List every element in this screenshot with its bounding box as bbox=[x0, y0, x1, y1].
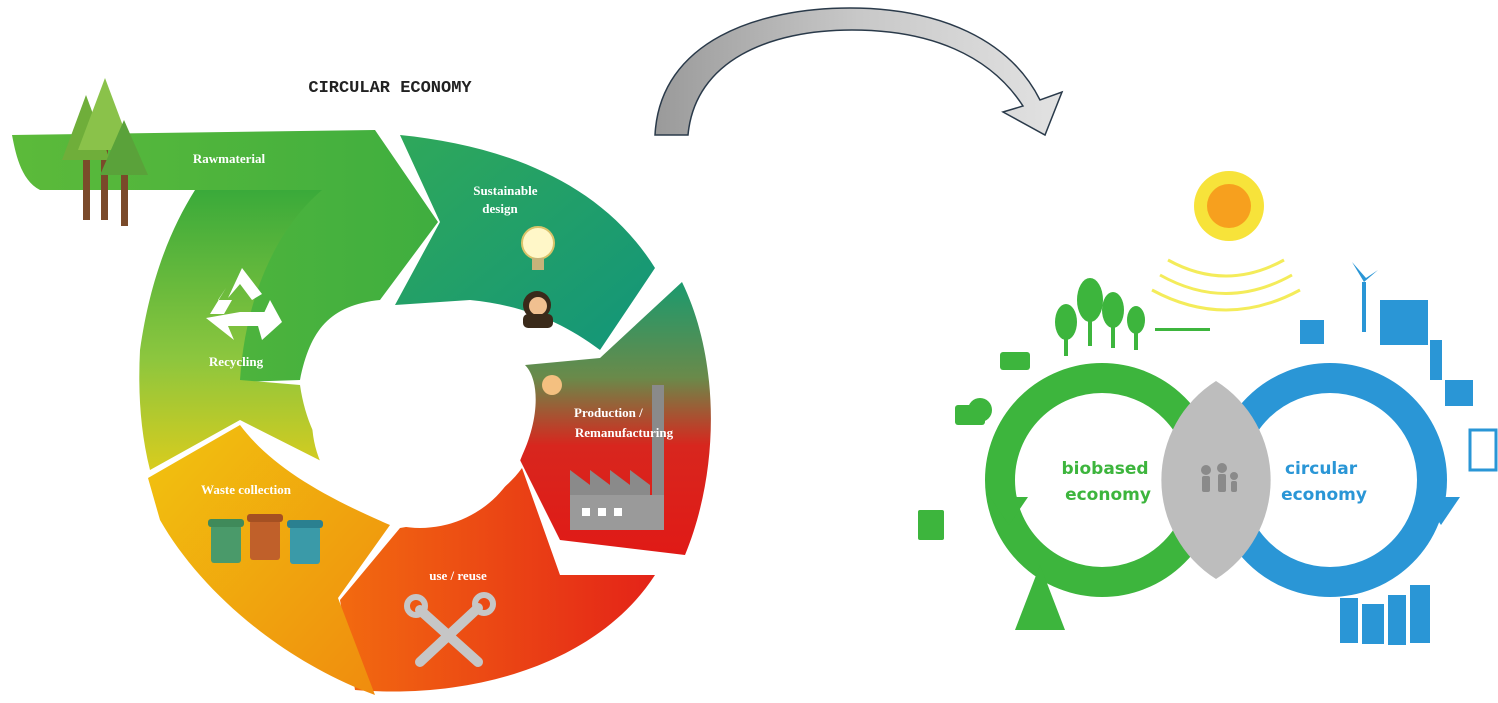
biobased-arrowhead bbox=[990, 497, 1028, 525]
wheel-center bbox=[312, 312, 528, 528]
segment-recycling bbox=[139, 190, 335, 470]
curved-arrow-icon bbox=[654, 7, 1064, 137]
factory-icon bbox=[1300, 300, 1442, 380]
factory-icon bbox=[542, 375, 664, 530]
wrench-icon bbox=[404, 592, 496, 667]
lightbulb-icon bbox=[521, 226, 555, 328]
farm-machinery-icon bbox=[918, 352, 1065, 630]
buildings-icon bbox=[1340, 380, 1498, 645]
people-icon bbox=[1201, 463, 1238, 492]
trees-icon bbox=[62, 78, 148, 226]
biobased-label: biobased economy bbox=[1061, 459, 1154, 505]
label-production: Production / Remanufacturing bbox=[574, 405, 674, 440]
circular-economy-diagram: CIRCULAR ECONOMY bbox=[12, 78, 711, 695]
label-use-reuse: use / reuse bbox=[429, 568, 487, 583]
bins-icon bbox=[208, 514, 323, 564]
circular-arrowhead bbox=[1422, 497, 1460, 525]
label-waste-collection: Waste collection bbox=[201, 482, 292, 497]
overlap-lens bbox=[1161, 381, 1271, 579]
label-recycling: Recycling bbox=[209, 354, 264, 369]
trees-icon bbox=[1055, 278, 1210, 356]
segment-use-reuse bbox=[340, 468, 655, 692]
circular-label: circular economy bbox=[1281, 459, 1367, 505]
segment-rawmaterial bbox=[12, 130, 438, 382]
sun-icon bbox=[1151, 171, 1301, 312]
biobased-circular-diagram: biobased economy circular economy bbox=[918, 171, 1498, 645]
recycle-icon bbox=[206, 268, 282, 340]
windmill-icon bbox=[1352, 262, 1378, 332]
label-sustainable-design: Sustainable design bbox=[473, 183, 541, 216]
diagram-title: CIRCULAR ECONOMY bbox=[308, 79, 472, 98]
label-rawmaterial: Rawmaterial bbox=[193, 151, 266, 166]
